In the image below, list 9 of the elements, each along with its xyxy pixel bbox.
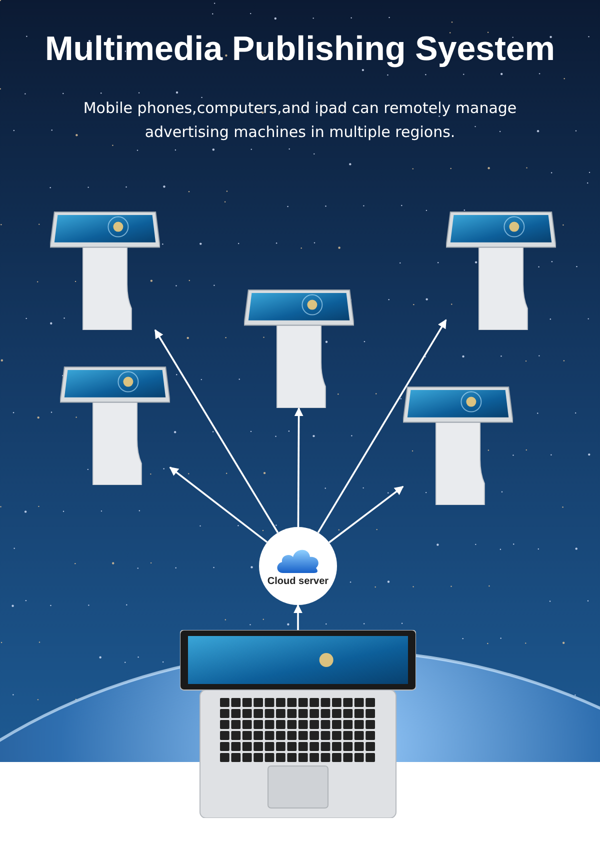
arrow: [154, 329, 279, 534]
arrow: [294, 407, 304, 527]
title: Multimedia Publishing Syestem: [44, 30, 556, 69]
arrow: [169, 466, 268, 543]
arrow: [328, 486, 404, 544]
arrow: [317, 319, 447, 534]
arrow: [294, 604, 302, 630]
subtitle: Mobile phones,computers,and ipad can remotely manage advertising machines in multiple regions.: [82, 98, 518, 143]
node-label: Cloud server: [267, 576, 329, 586]
